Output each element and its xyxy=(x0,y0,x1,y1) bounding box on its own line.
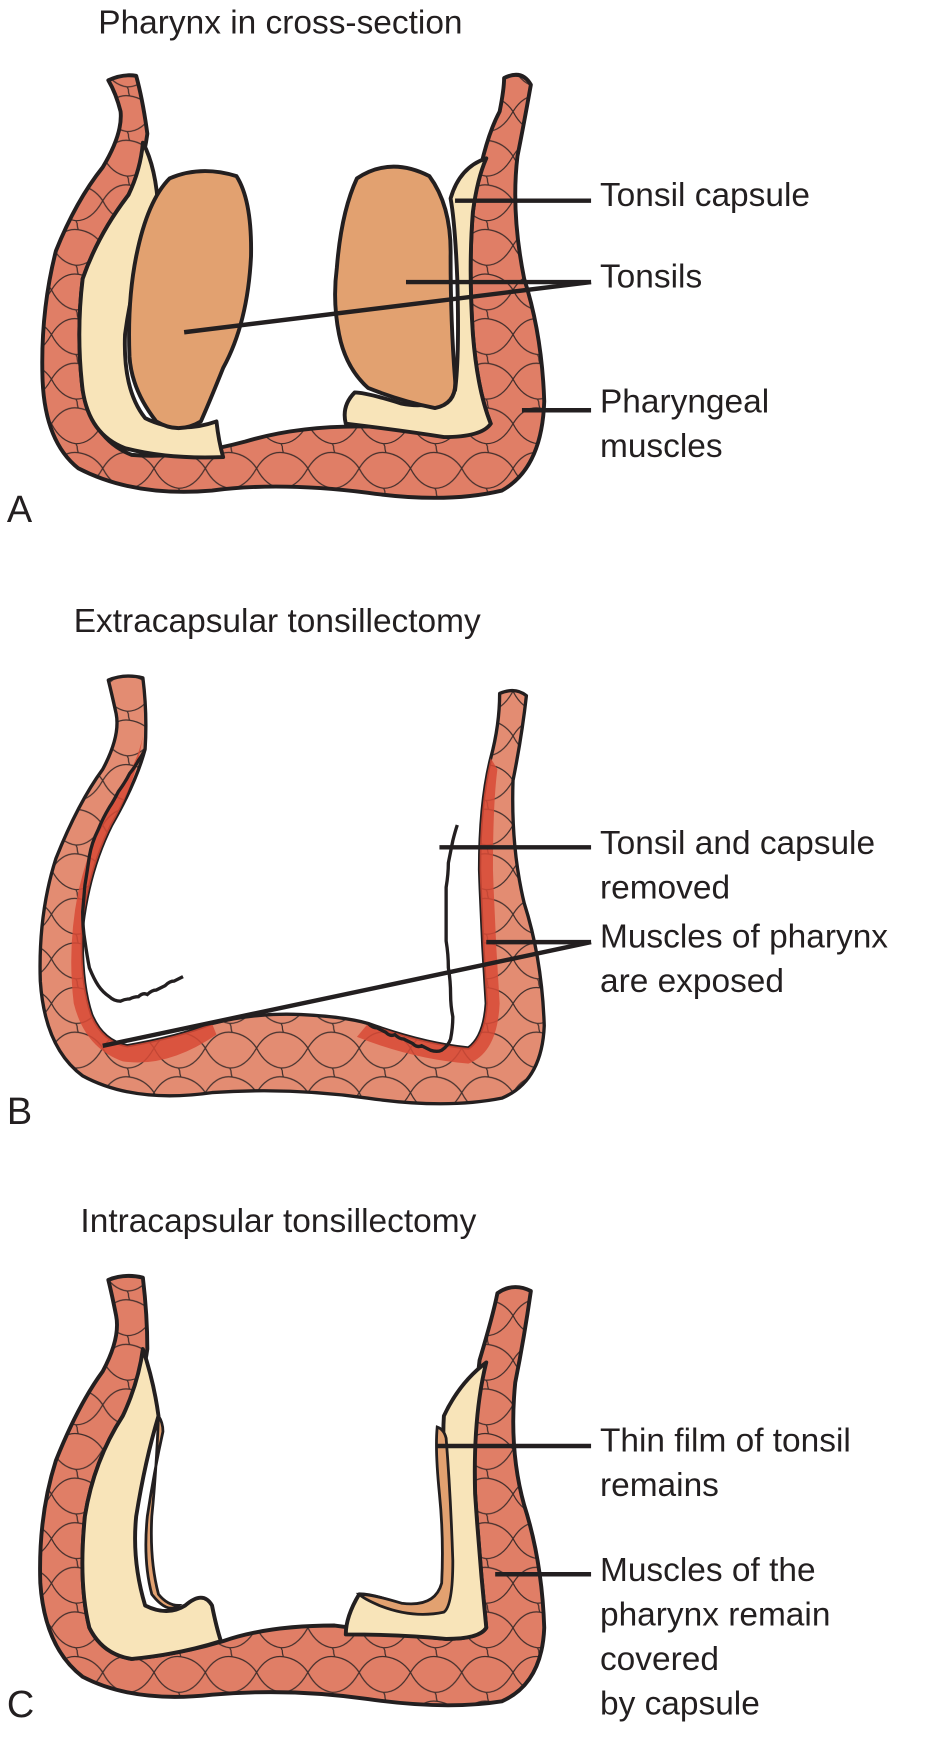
label-muscles-covered-line4: by capsule xyxy=(600,1686,760,1723)
film-right xyxy=(355,1425,455,1616)
label-pharyngeal-muscles-line2: muscles xyxy=(600,428,723,465)
exposed-muscle-left xyxy=(71,735,217,1063)
panel-b: Extracapsular tonsillectomy Tonsil and c… xyxy=(7,603,888,1133)
panel-letter-a: A xyxy=(7,489,33,531)
label-muscles-exposed-line1: Muscles of pharynx xyxy=(600,919,888,956)
panel-letter-c: C xyxy=(7,1684,34,1726)
cut-edge-wavy xyxy=(81,748,459,1054)
label-thin-film-line1: Thin film of tonsil xyxy=(600,1423,851,1460)
label-tonsil-and-capsule-removed-line1: Tonsil and capsule xyxy=(600,825,875,862)
panel-c-title: Intracapsular tonsillectomy xyxy=(80,1203,476,1240)
exposed-muscle-right xyxy=(356,758,500,1064)
panel-a-title: Pharynx in cross-section xyxy=(98,4,462,41)
panel-letter-b: B xyxy=(7,1091,32,1133)
pharynx-wall-b xyxy=(38,674,546,1106)
panel-a: Pharynx in cross-section Tonsil capsule … xyxy=(7,4,810,530)
label-pharyngeal-muscles-line1: Pharyngeal xyxy=(600,384,769,421)
label-tonsil-capsule: Tonsil capsule xyxy=(600,177,810,214)
label-muscles-covered-line3: covered xyxy=(600,1641,719,1678)
leader-muscles-exposed-left xyxy=(102,939,592,1048)
panel-b-title: Extracapsular tonsillectomy xyxy=(74,603,481,640)
leader-tonsil-left xyxy=(183,279,592,335)
label-muscles-exposed-line2: are exposed xyxy=(600,963,784,1000)
film-left xyxy=(144,1411,183,1610)
panel-c: Intracapsular tonsillectomy Thin film of… xyxy=(7,1203,851,1726)
tonsil-right xyxy=(333,164,458,411)
label-muscles-covered-line2: pharynx remain xyxy=(600,1597,830,1634)
label-muscles-covered-line1: Muscles of the xyxy=(600,1552,816,1589)
label-tonsil-and-capsule-removed-line2: removed xyxy=(600,870,730,907)
label-thin-film-line2: remains xyxy=(600,1467,719,1504)
capsule-left-c xyxy=(80,1347,223,1661)
label-tonsils: Tonsils xyxy=(600,259,702,296)
tonsil-left xyxy=(127,169,254,431)
